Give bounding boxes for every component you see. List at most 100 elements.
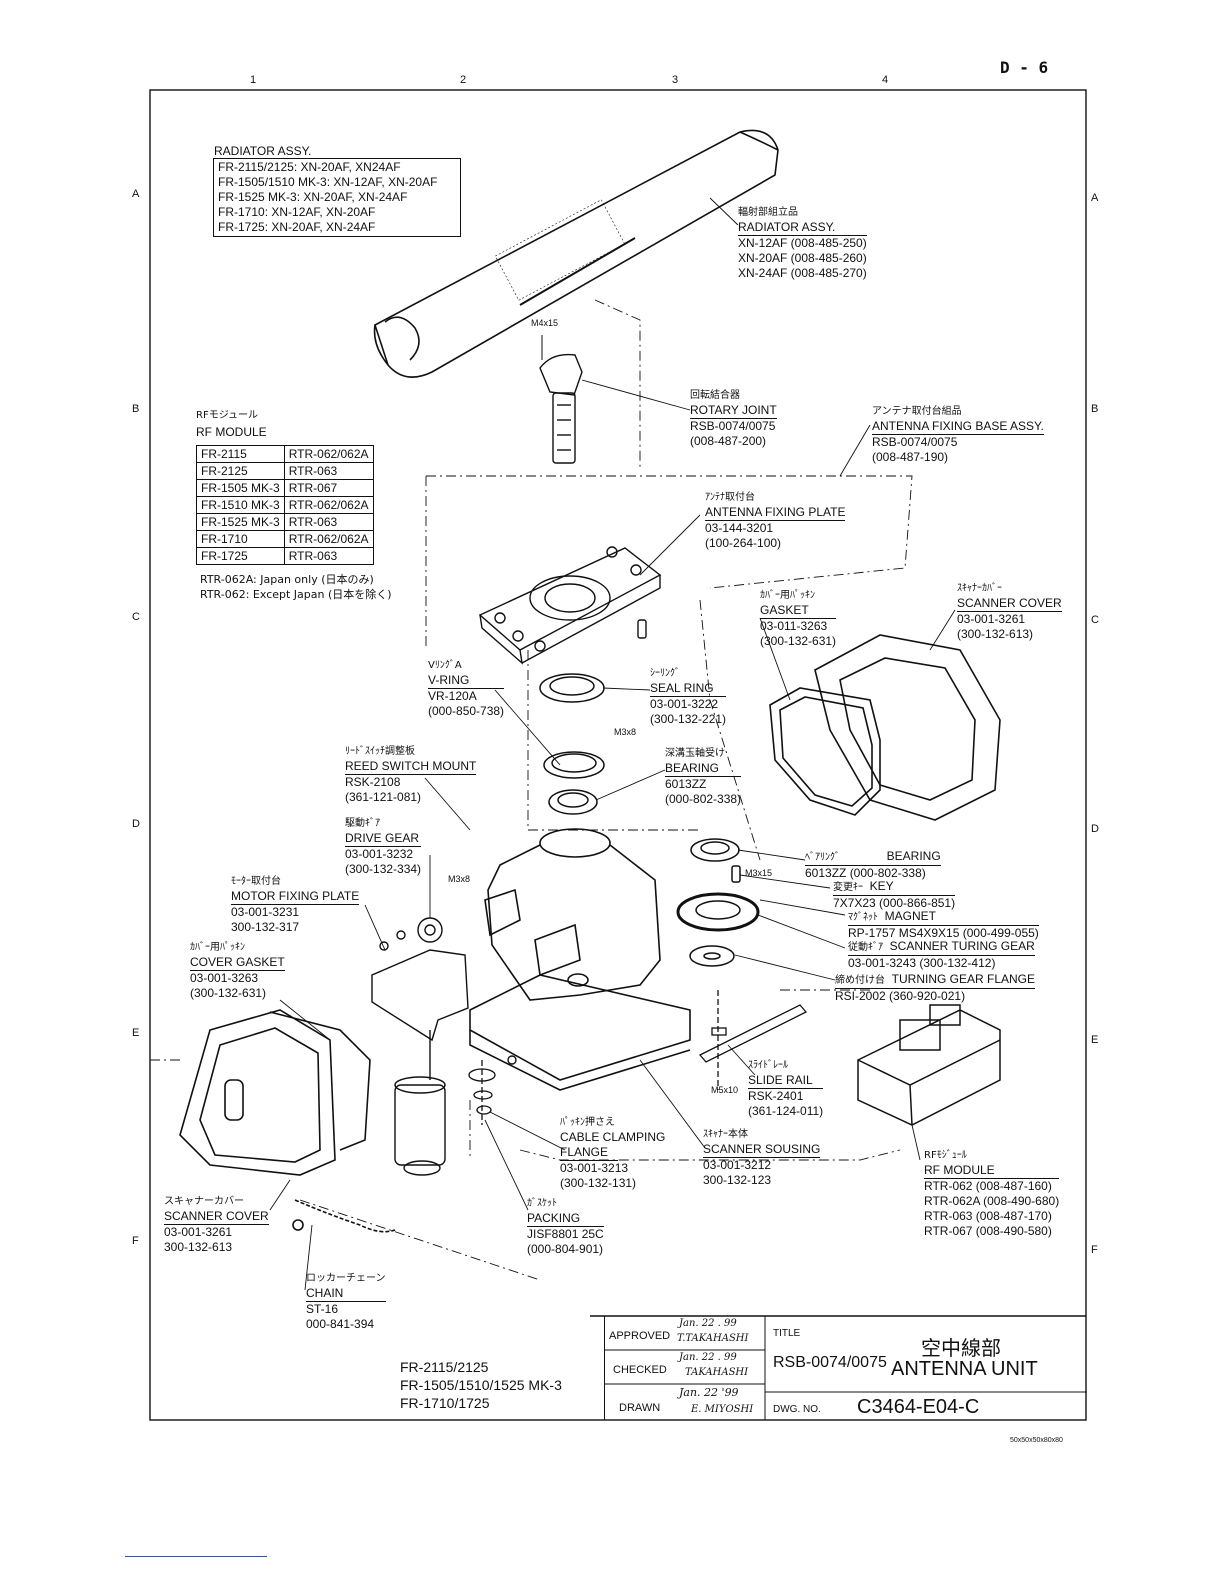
grid-row-b-right: B (1091, 403, 1099, 415)
part-code: 03-001-3231 (231, 905, 300, 919)
part-jp-label: ロッカーチェーン (306, 1273, 386, 1284)
drawn-label: DRAWN (619, 1402, 661, 1414)
callout-antenna-fixing-base: アンテナ取付台組品 ANTENNA FIXING BASE ASSY. RSB-… (872, 404, 1044, 465)
rotary-joint-shape (539, 335, 583, 464)
rf-module-table-title: RF MODULE (196, 425, 267, 439)
callout-v-ring: VﾘﾝｸﾞA V-RING VR-120A (000-850-738) (428, 658, 505, 719)
sheet-code: D - 6 (1000, 58, 1049, 77)
part-name: SCANNER COVER (164, 1209, 269, 1225)
part-code: RTR-067 (008-490-580) (924, 1224, 1052, 1238)
approved-signature: T.TAKAHASHI (677, 1333, 749, 1344)
part-code: (300-132-131) (560, 1176, 637, 1190)
part-name: KEY (869, 879, 894, 893)
part-code: (008-487-190) (872, 450, 949, 464)
approved-date: Jan. 22 . 99 (679, 1318, 737, 1329)
grid-row-c-left: C (132, 611, 140, 623)
part-code: 300-132-317 (231, 920, 300, 934)
part-name: GASKET (760, 603, 837, 619)
scanner-housing-shape (469, 828, 691, 1091)
part-code: (300-132-631) (760, 634, 837, 648)
part-name: COVER GASKET (190, 955, 285, 971)
part-jp-label: アンテナ取付台組品 (872, 406, 962, 417)
part-name: PACKING (527, 1211, 604, 1227)
part-name: REED SWITCH MOUNT (345, 759, 477, 775)
callout-gasket: ｶﾊﾞｰ用ﾊﾟｯｷﾝ GASKET 03-011-3263 (300-132-6… (760, 588, 837, 649)
part-code: (361-121-081) (345, 790, 422, 804)
grid-row-c-right: C (1091, 614, 1099, 626)
part-code: (300-132-631) (190, 986, 267, 1000)
part-name: DRIVE GEAR (345, 831, 422, 847)
part-code: 03-001-3243 (300-132-412) (848, 956, 996, 970)
callout-key: 変更ｷｰ KEY 7X7X23 (000-866-851) (833, 879, 956, 911)
part-code: 300-132-123 (703, 1173, 772, 1187)
callout-bearing-right: ﾍﾞｱﾘﾝｸﾞ BEARING 6013ZZ (000-802-338) (805, 849, 941, 881)
grid-row-a-right: A (1091, 192, 1099, 204)
part-jp-label: ﾘｰﾄﾞｽｲｯﾁ調整板 (345, 746, 415, 757)
rf-module-note: RTR-062: Except Japan (日本を除く) (200, 588, 392, 601)
model-line: FR-2115/2125 (400, 1359, 489, 1375)
scanner-cover-right-shape (769, 634, 1001, 821)
radiator-assy-shape (373, 129, 779, 378)
part-code: 000-841-394 (306, 1317, 375, 1331)
part-jp-label: ﾍﾞｱﾘﾝｸﾞ (805, 852, 840, 863)
part-name: MAGNET (884, 909, 937, 923)
callout-seal-ring: ｼｰﾘﾝｸﾞ SEAL RING 03-001-3222 (300-132-22… (650, 666, 727, 727)
callout-slide-rail: ｽﾗｲﾄﾞﾚｰﾙ SLIDE RAIL RSK-2401 (361-124-01… (748, 1058, 824, 1119)
part-code: (000-804-901) (527, 1242, 604, 1256)
part-code: XN-12AF (008-485-250) (738, 236, 867, 250)
part-code: (000-802-338) (665, 792, 742, 806)
part-name: MOTOR FIXING PLATE (231, 889, 360, 905)
part-jp-label: ｶﾊﾞｰ用ﾊﾟｯｷﾝ (190, 942, 245, 953)
part-jp-label: ﾓｰﾀｰ取付台 (231, 876, 281, 887)
part-code: (008-487-200) (690, 434, 767, 448)
rf-module-shape (857, 1004, 1001, 1126)
part-name: SCANNER TURING GEAR (889, 939, 1035, 953)
antenna-fixing-plate-shape (478, 546, 662, 665)
slide-rail-shape (698, 990, 808, 1090)
table-cell: FR-2125 (196, 462, 285, 480)
part-jp-label: スキャナーカバー (164, 1196, 244, 1207)
drawn-signature: E. MIYOSHI (691, 1404, 754, 1415)
table-cell: RTR-062/062A (283, 445, 374, 463)
screw-m3x8-label: M3x8 (448, 874, 471, 884)
part-code: (000-850-738) (428, 704, 505, 718)
table-cell: RTR-062/062A (283, 496, 374, 514)
callout-radiator: 輻射部組立品 RADIATOR ASSY. XN-12AF (008-485-2… (738, 205, 867, 281)
dwg-no: C3464-E04-C (857, 1396, 980, 1418)
part-name: SCANNER COVER (957, 596, 1062, 612)
part-code: XN-24AF (008-485-270) (738, 266, 867, 280)
radiator-models-box: FR-2115/2125: XN-20AF, XN24AF FR-1505/15… (213, 158, 461, 237)
grid-column-4: 4 (882, 74, 889, 86)
bottom-rule (125, 1556, 267, 1557)
scale-note: 50x50x50x80x80 (1010, 1437, 1063, 1444)
applicable-models: FR-2115/2125 FR-1505/1510/1525 MK-3 FR-1… (400, 1358, 562, 1412)
part-name: TURNING GEAR FLANGE (891, 972, 1036, 986)
callout-bearing: 深溝玉軸受け BEARING 6013ZZ (000-802-338) (665, 746, 742, 807)
part-code: 7X7X23 (000-866-851) (833, 896, 956, 910)
grid-row-a-left: A (132, 188, 140, 200)
part-name: RADIATOR ASSY. (738, 220, 867, 236)
table-cell: FR-1525 MK-3 (196, 513, 285, 531)
model-line: FR-1710/1725 (400, 1395, 490, 1411)
radiator-model-line: FR-2115/2125: XN-20AF, XN24AF (218, 160, 401, 174)
part-jp-label: 駆動ｷﾞｱ (345, 818, 380, 829)
part-code: 03-144-3201 (705, 521, 774, 535)
grid-column-1: 1 (250, 74, 257, 86)
part-code: RTR-062 (008-487-160) (924, 1179, 1052, 1193)
part-code: (300-132-221) (650, 712, 727, 726)
part-name: ANTENNA FIXING BASE ASSY. (872, 419, 1044, 435)
callout-turning-gear-flange: 締め付け台 TURNING GEAR FLANGE RSI-2002 (360-… (835, 972, 1036, 1004)
part-code: 03-001-3263 (190, 971, 259, 985)
part-jp-label: ﾊﾟｯｷﾝ押さえ (560, 1117, 615, 1128)
table-cell: RTR-063 (283, 462, 374, 480)
turning-gear-shape (676, 865, 760, 967)
part-code: (300-132-334) (345, 862, 422, 876)
part-jp-label: 輻射部組立品 (738, 207, 798, 218)
title-block: APPROVED Jan. 22 . 99 T.TAKAHASHI CHECKE… (604, 1316, 1087, 1420)
part-code: 03-011-3263 (760, 619, 828, 633)
